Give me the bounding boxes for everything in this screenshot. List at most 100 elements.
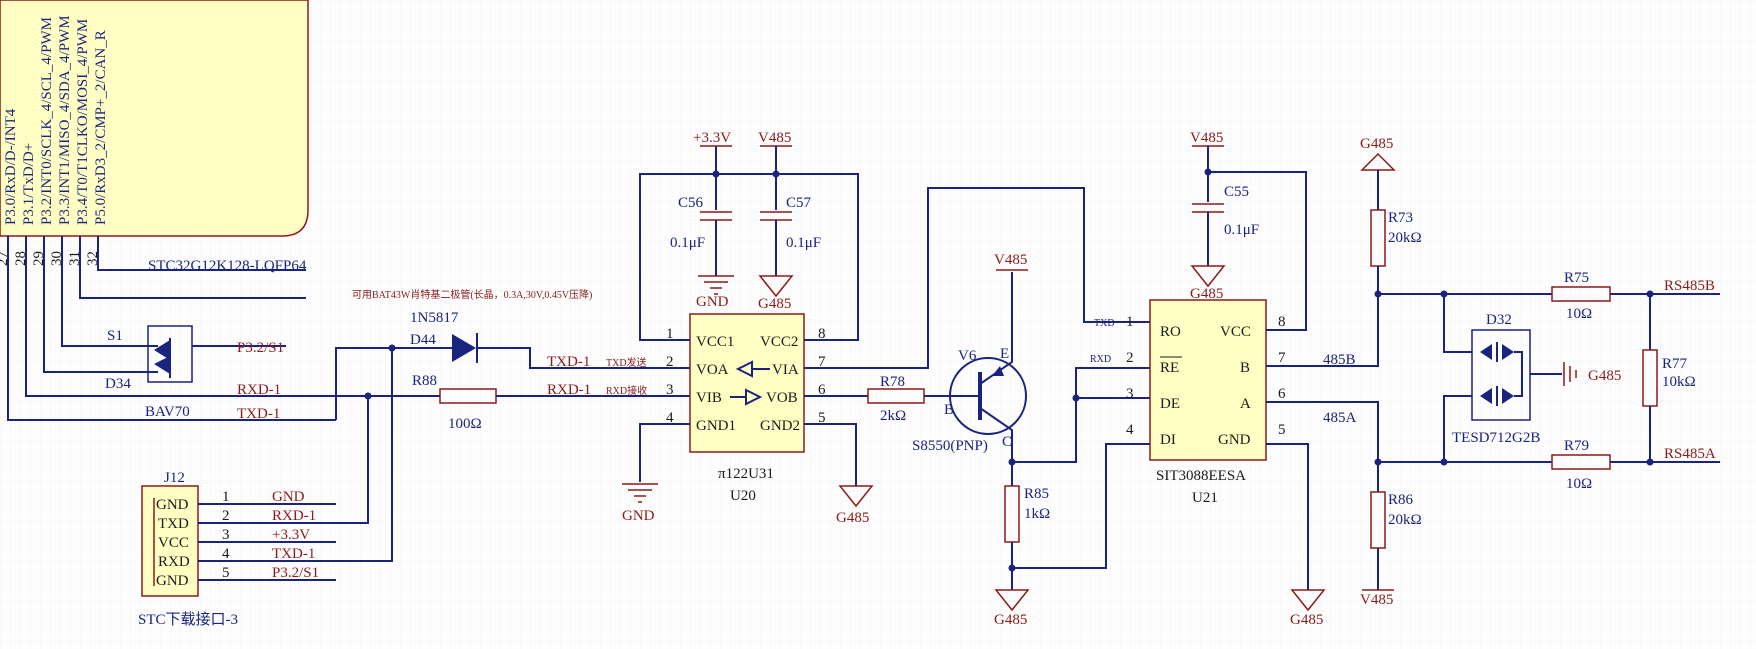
power-g485-d32: G485 — [1588, 368, 1621, 384]
v6-collector-label: C — [1002, 434, 1012, 450]
r78-value: 2kΩ — [880, 408, 906, 424]
u21-pin-name: DI — [1160, 432, 1176, 448]
mcu-pin-label: P5.0/RxD3_2/CMP+_2/CAN_R — [93, 30, 109, 225]
d32-value: TESD712G2B — [1452, 430, 1540, 446]
d44-value: 1N5817 — [410, 310, 459, 326]
d44-label: D44 — [410, 332, 436, 348]
j12-pin-number: 2 — [222, 508, 230, 524]
r77-value: 10kΩ — [1662, 374, 1696, 390]
u20-pin-name: VOA — [696, 362, 729, 378]
j12-title: STC下载接口-3 — [138, 611, 238, 628]
u20-pin-name: VIB — [696, 390, 722, 406]
net-label-rxd1-rx: RXD-1 — [547, 382, 591, 398]
net-label-rs485a: RS485A — [1664, 446, 1716, 462]
mcu-pin-label: P3.4/T0/T1CLKO/MOSI_4/PWM — [75, 19, 91, 225]
power-gnd-c56: GND — [696, 294, 729, 310]
c55-value: 0.1μF — [1224, 222, 1259, 238]
j12-net: RXD-1 — [272, 508, 316, 524]
svg-text:27: 27 — [0, 251, 11, 267]
net-label-txd1-tx: TXD-1 — [547, 354, 590, 370]
net-label-rxd1: RXD-1 — [237, 382, 281, 398]
power-g485-u21: G485 — [1290, 612, 1323, 628]
power-g485-c55: G485 — [1190, 286, 1223, 302]
svg-text:P3.0/RxD/D-/INT4: P3.0/RxD/D-/INT4 — [3, 108, 19, 225]
mcu-pin-label: P3.1/TxD/D+ — [21, 143, 37, 225]
mcu-pin-label: P3.0/RxD/D-/INT4 — [3, 108, 19, 225]
u21-pin-number: 1 — [1126, 314, 1134, 330]
r85-label: R85 — [1024, 486, 1049, 502]
diode-d44: 1N5817 D44 可用BAT43W肖特基二极管(长晶，0.3A,30V,0.… — [335, 288, 690, 420]
r85-value: 1kΩ — [1024, 506, 1050, 522]
c57-label: C57 — [786, 195, 812, 211]
resistor-r88: R88 100Ω — [364, 373, 690, 432]
r73-value: 20kΩ — [1388, 230, 1422, 246]
resistor-r75: R75 10Ω — [1551, 270, 1720, 322]
u20-pin-name: VCC2 — [760, 334, 798, 350]
svg-text:P3.3/INT1/MISO_4/SDA_4/PWM: P3.3/INT1/MISO_4/SDA_4/PWM — [57, 15, 73, 225]
net-label-485b: 485B — [1323, 352, 1356, 368]
u21-pin-number: 7 — [1278, 350, 1286, 366]
r78-label: R78 — [880, 374, 905, 390]
resistor-r79: R79 10Ω — [1551, 438, 1720, 492]
power-g485-r85: G485 — [994, 612, 1027, 628]
gnd-icon — [698, 275, 734, 295]
g485-icon — [994, 589, 1030, 612]
j12-pin-name: VCC — [158, 535, 189, 551]
power-g485-c57: G485 — [758, 296, 791, 312]
power-v485-v6: V485 — [994, 252, 1027, 268]
u20-pin-number: 4 — [666, 410, 674, 426]
net-label-p32s1: P3.2/S1 — [237, 340, 284, 356]
net-label-txd: TXD — [1094, 318, 1115, 329]
svg-text:P3.2/INT0/SCLK_4/SCL_4/PWM: P3.2/INT0/SCLK_4/SCL_4/PWM — [39, 17, 55, 225]
u20-pin-name: VOB — [766, 390, 798, 406]
j12-pin-name: TXD — [158, 516, 189, 532]
isolator-u20: VCC1 VOA VIB GND1 VCC2 VIA VOB GND2 1 2 … — [666, 313, 826, 504]
g485-icon — [838, 485, 874, 508]
r77-label: R77 — [1662, 356, 1688, 372]
mcu-pin-label: P3.3/INT1/MISO_4/SDA_4/PWM — [57, 15, 73, 225]
tvs-d32: D32 TESD712G2B — [1440, 290, 1577, 466]
transistor-v6: B E C V6 S8550(PNP) — [912, 272, 1027, 462]
power-gnd-u20: GND — [622, 508, 655, 524]
r88-value: 100Ω — [448, 416, 482, 432]
svg-text:P3.4/T0/T1CLKO/MOSI_4/PWM: P3.4/T0/T1CLKO/MOSI_4/PWM — [75, 19, 91, 225]
u21-pin-number: 6 — [1278, 386, 1286, 402]
j12-pin-number: 1 — [222, 489, 230, 505]
svg-text:P5.0/RxD3_2/CMP+_2/CAN_R: P5.0/RxD3_2/CMP+_2/CAN_R — [93, 30, 109, 225]
u20-pin-number: 8 — [818, 326, 826, 342]
power-v485-u20: V485 — [758, 130, 791, 146]
u21-pin-number: 4 — [1126, 422, 1134, 438]
j12-net: GND — [272, 489, 305, 505]
net-label-txd1: TXD-1 — [237, 406, 280, 422]
bav70-label: BAV70 — [145, 404, 190, 420]
power-g485-u20: G485 — [836, 510, 869, 526]
j12-net: P3.2/S1 — [272, 565, 319, 581]
r86-label: R86 — [1388, 492, 1414, 508]
resistor-r78: R78 2kΩ — [804, 374, 956, 424]
u20-pin-name: VCC1 — [696, 334, 734, 350]
u20-ref: U20 — [730, 488, 756, 504]
mcu-chip: P3.0/RxD/D-/INT4 P3.1/TxD/D+ P3.2/INT0/S… — [0, 0, 368, 421]
u20-pin-number: 7 — [818, 354, 826, 370]
mcu-part-name: STC32G12K128-LQFP64 — [148, 258, 307, 274]
d34-label: D34 — [105, 376, 131, 392]
d44-note: 可用BAT43W肖特基二极管(长晶，0.3A,30V,0.45V压降) — [352, 288, 592, 301]
u20-pin-name: GND1 — [696, 418, 736, 434]
r79-label: R79 — [1564, 438, 1589, 454]
u21-pin-name: DE — [1160, 396, 1180, 412]
g485-icon — [758, 275, 794, 298]
j12-label: J12 — [164, 470, 185, 486]
j12-pin-name: GND — [156, 573, 189, 589]
svg-text:P3.1/TxD/D+: P3.1/TxD/D+ — [21, 143, 37, 225]
u21-pin-number: 3 — [1126, 386, 1134, 402]
power-g485-top: G485 — [1360, 136, 1393, 152]
power-v485-c55: V485 — [1190, 130, 1223, 146]
u21-pin-name: RE — [1160, 360, 1179, 376]
diode-d34: S1 D34 BAV70 P3.2/S1 — [105, 325, 286, 420]
u20-pin-number: 1 — [666, 326, 674, 342]
u21-pin-number: 8 — [1278, 314, 1286, 330]
u21-pin-name: VCC — [1220, 324, 1251, 340]
net-label-485a: 485A — [1323, 410, 1357, 426]
c57-value: 0.1μF — [786, 235, 821, 251]
